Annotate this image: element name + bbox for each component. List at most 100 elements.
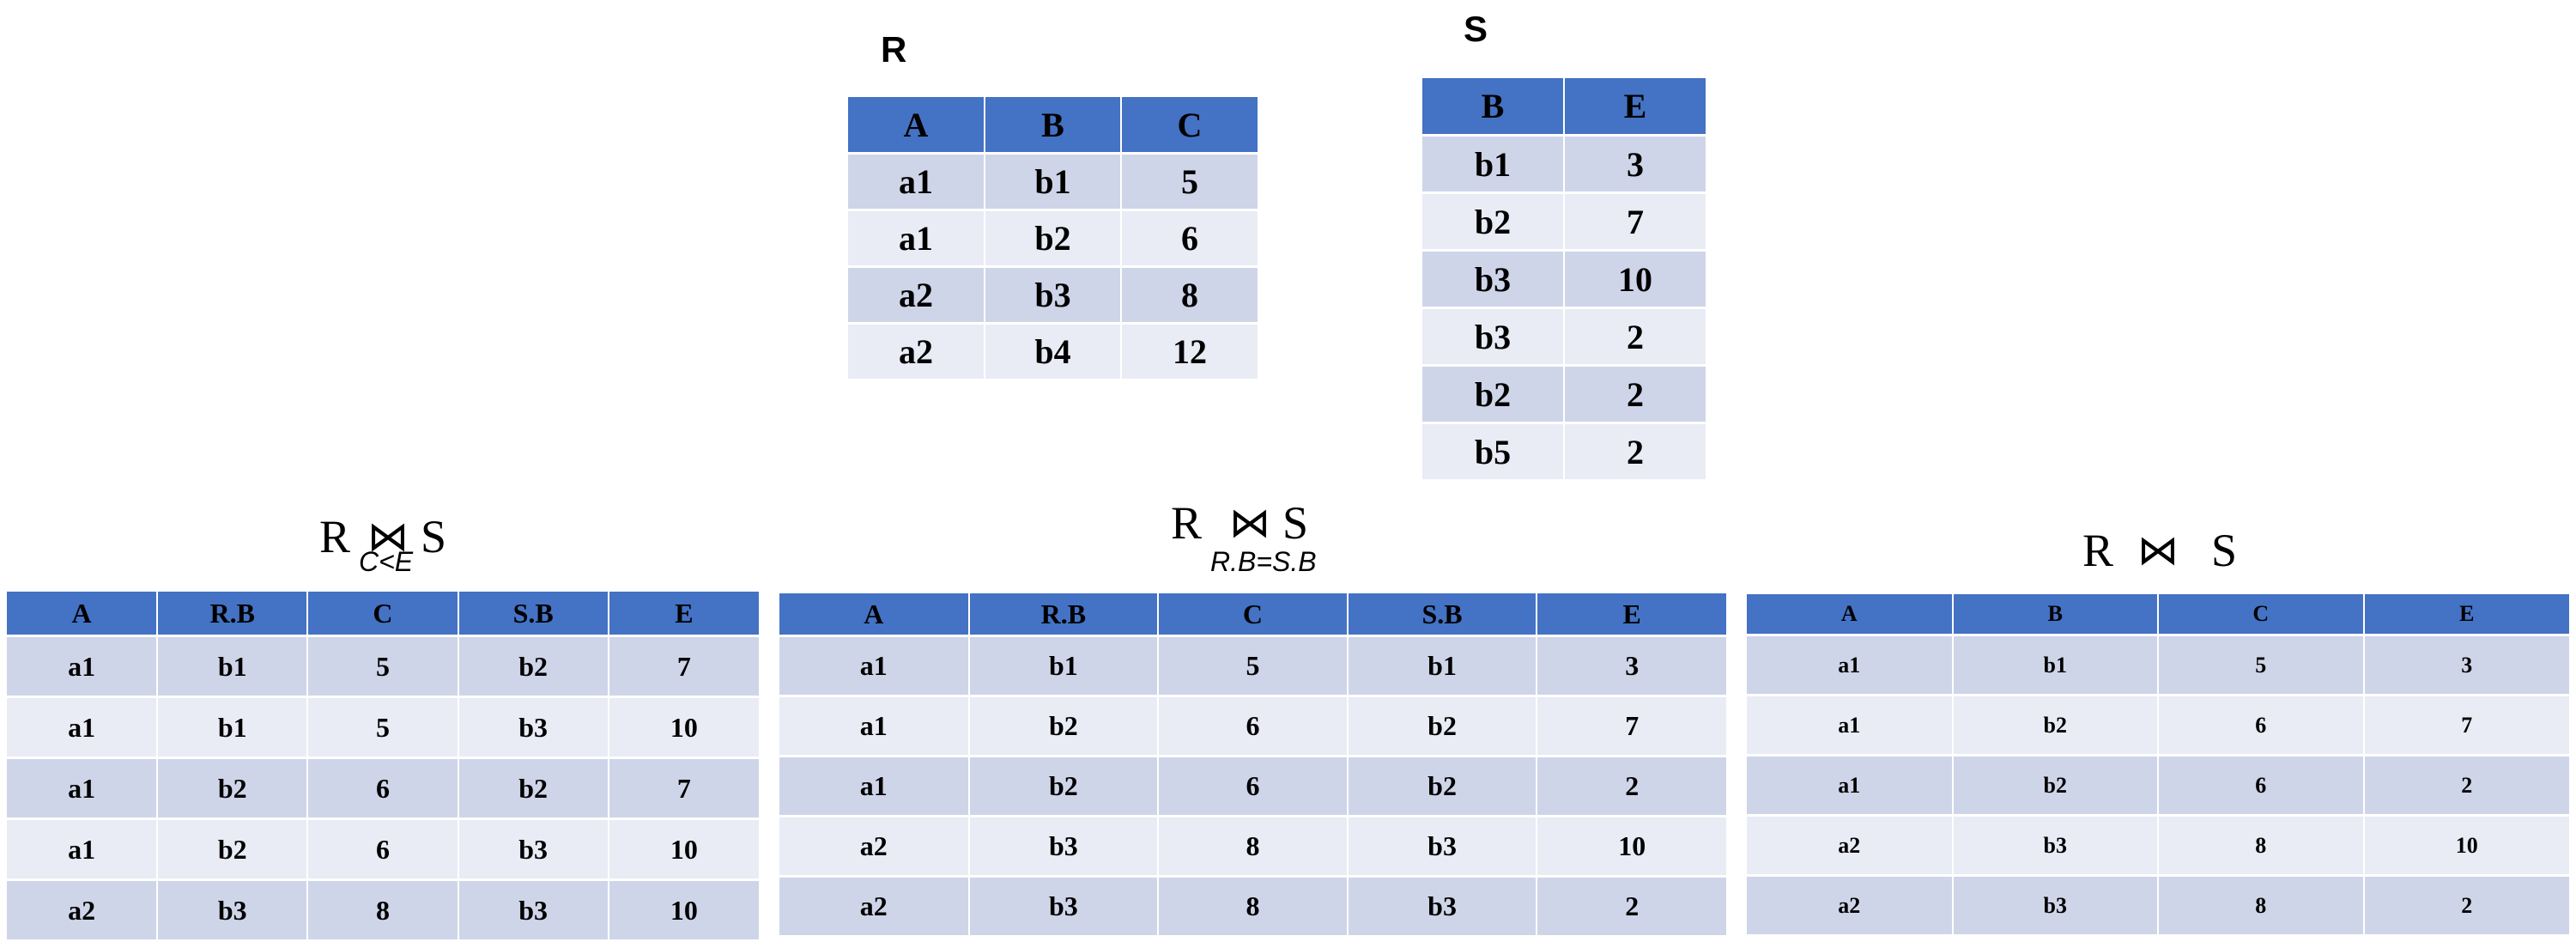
table-cell: b2	[1422, 364, 1565, 423]
column-header: B	[985, 97, 1122, 154]
table-cell: a2	[779, 815, 970, 877]
table-cell: a2	[1747, 814, 1954, 876]
table-cell: b1	[157, 696, 309, 758]
theta-join-condition: C<E	[359, 546, 414, 577]
table-cell: b3	[458, 817, 609, 880]
table-cell: a1	[779, 755, 970, 817]
table-cell: a2	[1747, 874, 1954, 934]
column-header: E	[2363, 594, 2569, 635]
table-cell: 8	[2158, 874, 2365, 934]
equi-join-left: R	[1171, 497, 1203, 549]
table-cell: b3	[1952, 814, 2159, 876]
table-cell: b1	[157, 635, 309, 697]
table-cell: 5	[1121, 152, 1258, 210]
column-header: C	[307, 592, 459, 636]
table-cell: b2	[1952, 694, 2159, 756]
table-cell: b2	[157, 757, 309, 819]
table-cell: b3	[968, 875, 1160, 935]
equi-join-condition: R.B=S.B	[1210, 546, 1317, 577]
table-cell: 2	[1564, 364, 1706, 423]
table-cell: b3	[458, 878, 609, 939]
natural-join-right: S	[2211, 525, 2238, 576]
table-cell: b2	[968, 755, 1160, 817]
table-cell: 2	[2363, 754, 2569, 816]
table-cell: 10	[608, 878, 759, 939]
theta-join-right: S	[421, 511, 447, 562]
column-header: A	[848, 97, 985, 154]
table-cell: b3	[458, 696, 609, 758]
table-cell: a1	[1747, 754, 1954, 816]
column-header: R.B	[968, 593, 1160, 636]
column-header: A	[1747, 594, 1954, 635]
table-cell: 3	[2363, 634, 2569, 696]
table-cell: 8	[307, 878, 459, 939]
column-header: C	[1121, 97, 1258, 154]
table-cell: a2	[779, 875, 970, 935]
table-cell: b2	[1347, 755, 1538, 817]
table-cell: 8	[2158, 814, 2365, 876]
table-cell: 2	[1564, 422, 1706, 479]
table-cell: 2	[1537, 755, 1726, 817]
table-cell: 6	[307, 757, 459, 819]
table-cell: 7	[608, 635, 759, 697]
natural-join-left: R	[2082, 525, 2114, 576]
table-cell: b2	[1422, 191, 1565, 251]
table-cell: b3	[1347, 815, 1538, 877]
table-cell: 2	[1564, 307, 1706, 366]
table-cell: 10	[608, 817, 759, 880]
table-cell: 5	[307, 696, 459, 758]
column-header: B	[1952, 594, 2159, 635]
table-cell: b2	[1952, 754, 2159, 816]
table-cell: 10	[1564, 249, 1706, 308]
table-cell: a2	[848, 322, 985, 379]
table-cell: 6	[1158, 695, 1349, 757]
table-cell: b2	[985, 209, 1122, 267]
table-cell: 2	[1537, 875, 1726, 935]
table-cell: b3	[157, 878, 309, 939]
table-cell: 6	[2158, 754, 2365, 816]
column-header: B	[1422, 78, 1565, 136]
table-cell: b1	[1952, 634, 2159, 696]
table-cell: 10	[608, 696, 759, 758]
table-cell: a1	[779, 635, 970, 696]
table-cell: 3	[1537, 635, 1726, 696]
table-cell: 8	[1158, 815, 1349, 877]
table-cell: 7	[1537, 695, 1726, 757]
table-cell: 7	[2363, 694, 2569, 756]
table-cell: 7	[1564, 191, 1706, 251]
column-header: R.B	[157, 592, 309, 636]
table-cell: a1	[7, 696, 159, 758]
table-cell: 5	[2158, 634, 2365, 696]
table-cell: 5	[1158, 635, 1349, 696]
table-cell: b1	[968, 635, 1160, 696]
table-cell: b4	[985, 322, 1122, 379]
column-header: C	[2158, 594, 2365, 635]
table-cell: 6	[1121, 209, 1258, 267]
table-cell: 7	[608, 757, 759, 819]
theta-join-left: R	[319, 511, 351, 562]
table-cell: b3	[1347, 875, 1538, 935]
table-cell: a2	[848, 265, 985, 324]
column-header: C	[1158, 593, 1349, 636]
natural-join-expression: R ⋈ S	[2082, 527, 2254, 579]
table-cell: a1	[7, 635, 159, 697]
